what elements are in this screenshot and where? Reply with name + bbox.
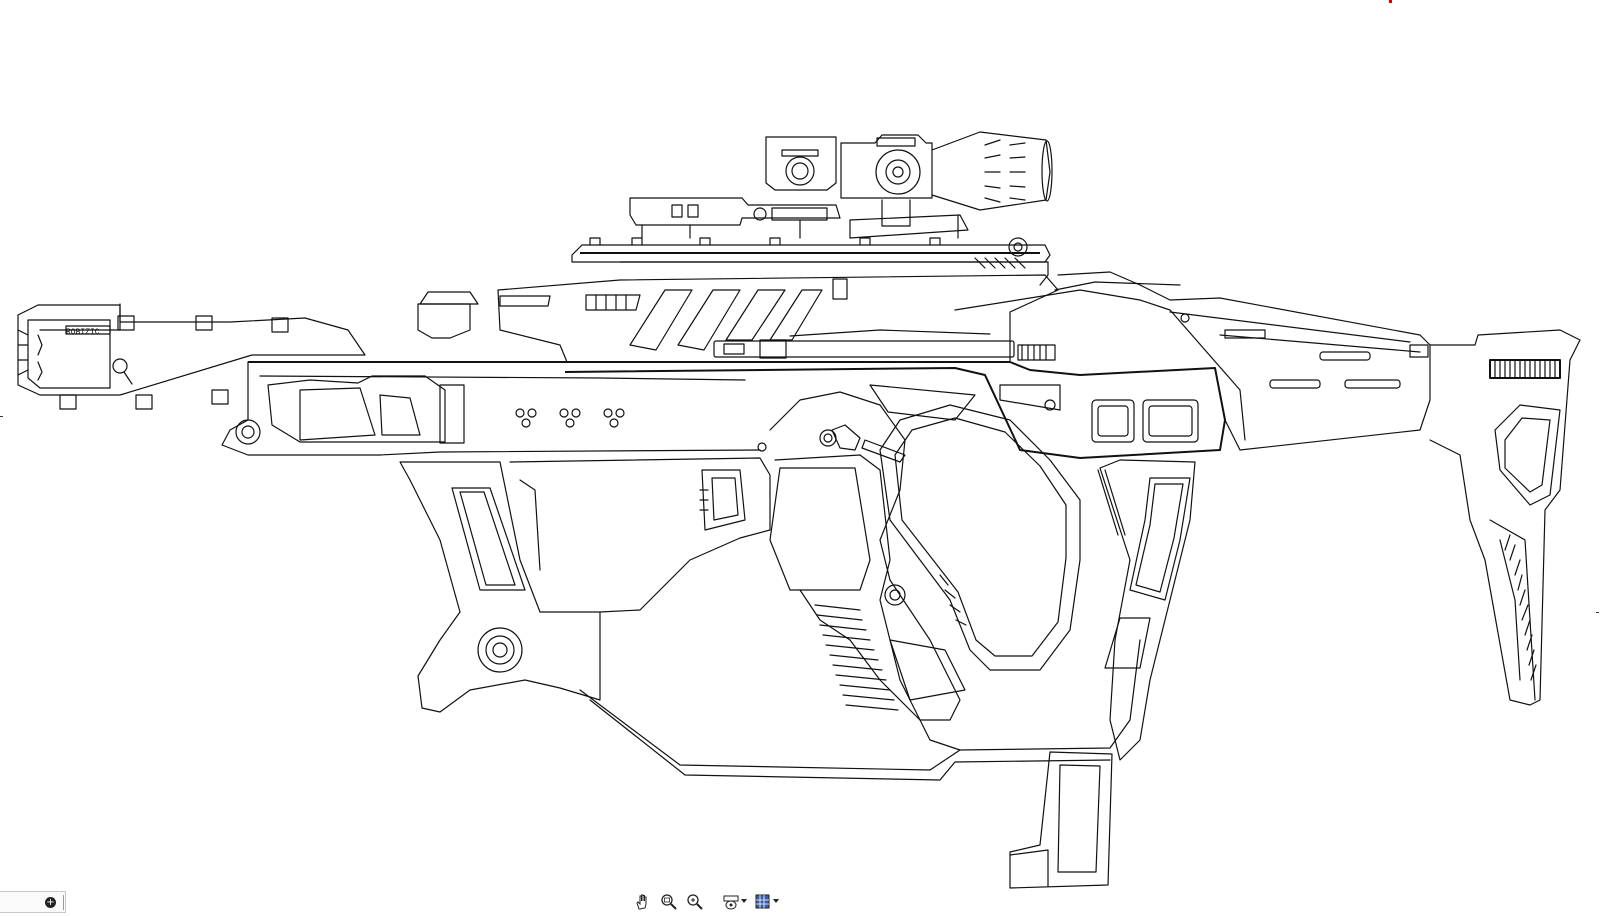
magazine-brace: [1010, 460, 1195, 888]
pan-hand-icon[interactable]: [631, 891, 655, 913]
origin-marker: [1389, 0, 1392, 3]
optic-assembly: [630, 132, 1052, 256]
upper-receiver: [418, 275, 1058, 362]
rear-upper-body: [955, 272, 1430, 450]
display-style-icon[interactable]: [749, 891, 779, 913]
top-rail: [572, 238, 1050, 285]
front-grip: [400, 462, 600, 712]
zoom-realtime-icon[interactable]: [683, 891, 707, 913]
folded-stock-left: [18, 304, 365, 409]
chevron-down-icon[interactable]: [741, 899, 747, 903]
pistol-grip: [758, 392, 1080, 720]
resize-grip[interactable]: [63, 895, 64, 910]
chevron-down-icon[interactable]: [773, 899, 779, 903]
view-orbit-icon[interactable]: [717, 891, 747, 913]
navigation-toolbar: [631, 891, 779, 913]
edge-tick-right: [1596, 612, 1599, 613]
lower-receiver: [222, 345, 1225, 458]
plus-circle-icon[interactable]: +: [45, 897, 56, 908]
stock-engraving: ROBIZIC: [66, 328, 100, 337]
edge-tick-left: [0, 416, 3, 417]
zoom-window-icon[interactable]: [657, 891, 681, 913]
status-widget[interactable]: +: [0, 891, 66, 913]
trigger-frame: [510, 455, 1140, 780]
rear-stock: [1430, 330, 1580, 705]
